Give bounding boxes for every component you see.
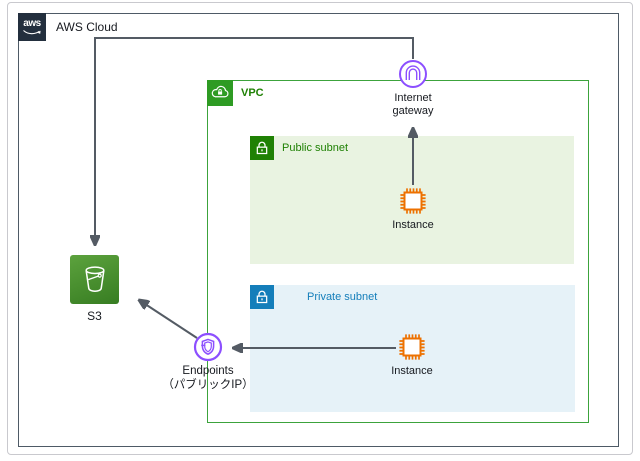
aws-logo-icon: aws — [18, 13, 46, 41]
padlock-glyph — [256, 141, 268, 155]
internet-gateway-label-line1: Internet — [394, 92, 432, 104]
aws-cloud-label: AWS Cloud — [56, 20, 118, 34]
endpoints-node: Endpoints （パブリックIP） — [138, 332, 278, 392]
padlock-glyph — [256, 290, 268, 304]
endpoints-label-line2: （パブリックIP） — [162, 379, 254, 391]
private-subnet-lock-icon — [250, 285, 274, 309]
internet-gateway-node: Internet gateway — [353, 59, 473, 118]
s3-node: S3 — [64, 255, 125, 323]
cloud-lock-glyph — [211, 85, 229, 98]
aws-cloud-group-box — [18, 13, 619, 447]
vpc-label: VPC — [241, 87, 264, 99]
endpoints-label-line1: Endpoints — [182, 365, 234, 377]
s3-label: S3 — [87, 309, 102, 323]
public-instance-node: Instance — [373, 186, 453, 232]
internet-gateway-label-line2: gateway — [392, 105, 434, 117]
private-instance-label: Instance — [391, 365, 433, 377]
public-subnet-label: Public subnet — [282, 142, 349, 154]
endpoints-icon — [193, 332, 223, 362]
private-instance-node: Instance — [372, 332, 452, 378]
instance-chip-icon — [400, 188, 426, 214]
private-subnet-label: Private subnet — [307, 291, 378, 303]
diagram-frame — [7, 2, 633, 455]
s3-bucket-icon — [84, 265, 105, 292]
aws-smile-swoosh-icon — [23, 29, 41, 34]
vpc-icon — [207, 80, 233, 106]
s3-service-tile — [70, 255, 119, 304]
public-subnet-lock-icon — [250, 136, 274, 160]
public-instance-label: Instance — [392, 219, 434, 231]
internet-gateway-icon — [399, 60, 427, 88]
instance-chip-icon — [399, 334, 425, 360]
aws-logo-text: aws — [23, 17, 41, 29]
